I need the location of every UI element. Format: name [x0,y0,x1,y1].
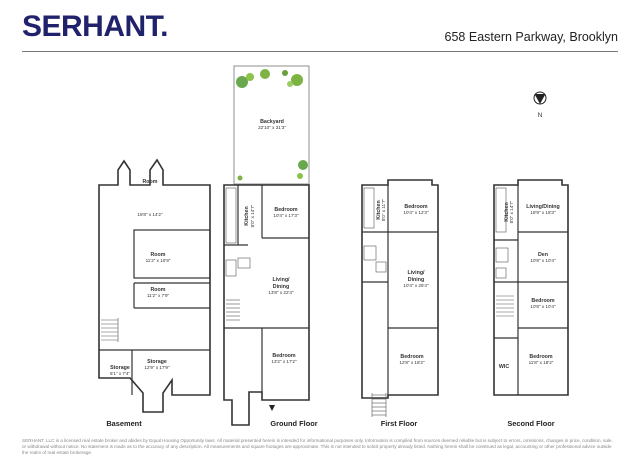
serhant-logo: SERHANT. [22,10,169,43]
basement-storage-1-name: Storage [147,359,167,365]
basement-room-1-dims: 18'8" x 14'2" [137,212,163,217]
first-stairs [371,393,387,417]
first-bath-fixture [375,261,387,273]
basement-room-2-dims: 11'2" x 10'9" [146,258,171,263]
first-floor-plan: Bedroom 10'4" x 12'3" Kitchen 8'0" x 11'… [361,179,439,428]
basement-label: Basement [106,419,142,428]
basement-storage-2-dims: 6'1" x 7'4" [110,371,130,376]
second-living-dims: 18'9" x 18'3" [530,210,556,215]
legal-disclaimer: SERHANT. LLC is a licensed real estate b… [22,438,613,455]
ground-floor-outline [223,184,310,426]
ground-kitchen-dims: 8'0" x 14'7" [250,204,255,227]
ground-living-name: Living/ [272,277,290,283]
backyard-name: Backyard [260,119,284,125]
second-living-name: Living/Dining [526,204,560,210]
second-bedroom-2-name: Bedroom [529,354,553,360]
second-bath-fixture [495,247,509,263]
ground-living-dims: 13'8" x 22'4" [268,290,294,295]
bath-fixture [237,257,251,269]
bath-fixture [225,259,237,277]
basement-room-2-walls [133,229,211,279]
first-kitchen-dims: 8'0" x 11'7" [381,198,386,221]
header-divider [22,51,618,52]
basement-outline [98,158,211,413]
compass: N [533,91,547,119]
first-kitchen-name: Kitchen [376,200,382,219]
ground-kitchen-name: Kitchen [244,206,250,225]
backyard-outline [233,65,310,185]
second-kitchen-counter [495,187,507,233]
basement-plan: Room 18'8" x 14'2" Room 11'2" x 10'9" Ro… [98,158,211,428]
ground-bedroom-1-dims: 10'4" x 17'3" [273,213,299,218]
ground-living-name-2: Dining [273,284,289,290]
backyard-dims: 22'10" x 31'3" [258,125,286,130]
first-living-dims: 10'4" x 26'4" [403,283,429,288]
second-bedroom-1-name: Bedroom [531,298,555,304]
property-address: 658 Eastern Parkway, Brooklyn [444,30,618,44]
second-wic-name: WIC [499,364,509,370]
first-bedroom-2-dims: 12'8" x 18'2" [399,360,425,365]
first-floor-outline [361,179,439,399]
ground-bedroom-2-dims: 13'2" x 17'2" [271,359,297,364]
first-bedroom-1-dims: 10'4" x 12'3" [403,210,429,215]
basement-storage-2-name: Storage [110,365,130,371]
ground-stairs [226,299,240,321]
second-kitchen-dims: 8'0" x 14'7" [509,200,514,223]
ground-floor-label: Ground Floor [270,419,317,428]
second-floor-outline [493,179,569,396]
first-living-name: Living/ [407,270,425,276]
second-kitchen-name: Kitchen [504,202,510,221]
second-den-dims: 10'8" x 10'4" [530,258,556,263]
basement-storage-1-dims: 12'9" x 17'9" [144,365,170,370]
first-kitchen-counter [363,187,375,229]
compass-arrow-icon [534,94,546,104]
second-floor-plan: Kitchen 8'0" x 14'7" Living/Dining 18'9"… [493,179,569,428]
second-floor-label: Second Floor [507,419,554,428]
basement-room-2-name: Room [150,252,165,258]
first-floor-label: First Floor [381,419,418,428]
basement-room-1-name: Room [142,179,157,185]
first-bedroom-1-name: Bedroom [404,204,428,210]
basement-room-3-dims: 11'2" x 7'9" [147,293,170,298]
second-den-name: Den [538,252,548,258]
ground-floor-plan: Backyard 22'10" x 31'3" Bedroom [223,65,318,428]
basement-stairs [101,318,119,342]
second-bath-fixture [495,267,507,279]
first-bath-fixture [363,245,377,261]
entry-arrow-icon [269,405,275,411]
ground-bedroom-2-name: Bedroom [272,353,296,359]
kitchen-counter [225,187,237,244]
compass-north-label: N [538,112,543,119]
basement-room-3-name: Room [150,287,165,293]
second-stairs [496,295,514,317]
ground-bedroom-1-name: Bedroom [274,207,298,213]
first-bedroom-2-name: Bedroom [400,354,424,360]
backyard-trees-icon [236,69,308,181]
second-bedroom-2-dims: 11'8" x 18'2" [529,360,554,365]
first-living-name-2: Dining [408,277,424,283]
second-bedroom-1-dims: 10'8" x 10'4" [530,304,556,309]
